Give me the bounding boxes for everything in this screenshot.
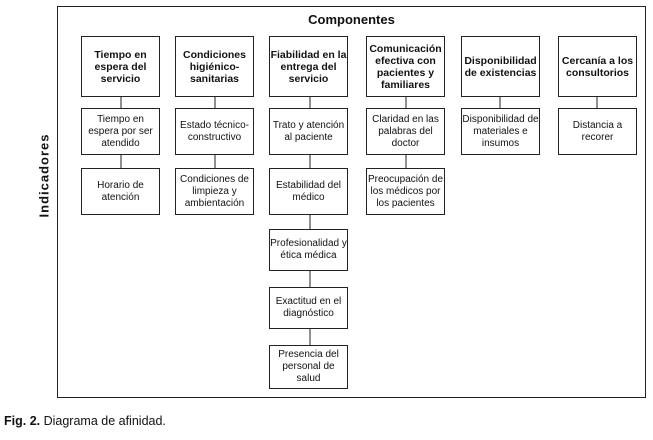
component-box: Tiempo en espera del servicio xyxy=(81,36,160,97)
component-box: Comunicación efectiva con pacientes y fa… xyxy=(366,36,445,97)
component-box: Cercanía a los consultorios xyxy=(558,36,637,97)
indicator-box: Preocupación de los médicos por los paci… xyxy=(366,168,445,215)
component-box: Fiabilidad en la entrega del servicio xyxy=(269,36,348,97)
indicator-box: Tiempo en espera por ser atendido xyxy=(81,108,160,155)
indicator-box: Disponibilidad de materiales e insumos xyxy=(461,108,540,155)
indicator-box: Claridad en las palabras del doctor xyxy=(366,108,445,155)
indicator-box: Estado técnico-constructivo xyxy=(175,108,254,155)
indicator-box: Estabilidad del médico xyxy=(269,168,348,215)
component-box: Condiciones higiénico-sanitarias xyxy=(175,36,254,97)
indicator-box: Exactitud en el diagnóstico xyxy=(269,287,348,329)
indicators-label: Indicadores xyxy=(36,133,52,218)
diagram-title: Componentes xyxy=(308,12,395,27)
indicator-box: Presencia del personal de salud xyxy=(269,345,348,389)
figure-caption-label: Fig. 2. xyxy=(4,414,41,428)
figure-caption: Fig. 2. Diagrama de afinidad. xyxy=(4,414,166,428)
component-box: Disponibilidad de existencias xyxy=(461,36,540,97)
indicator-box: Profesionalidad y ética médica xyxy=(269,229,348,271)
figure-caption-text: Diagrama de afinidad. xyxy=(40,414,166,428)
indicator-box: Trato y atención al paciente xyxy=(269,108,348,155)
diagram-frame xyxy=(57,6,646,398)
indicator-box: Distancia a recorer xyxy=(558,108,637,155)
indicator-box: Horario de atención xyxy=(81,168,160,215)
indicator-box: Condiciones de limpieza y ambientación xyxy=(175,168,254,215)
